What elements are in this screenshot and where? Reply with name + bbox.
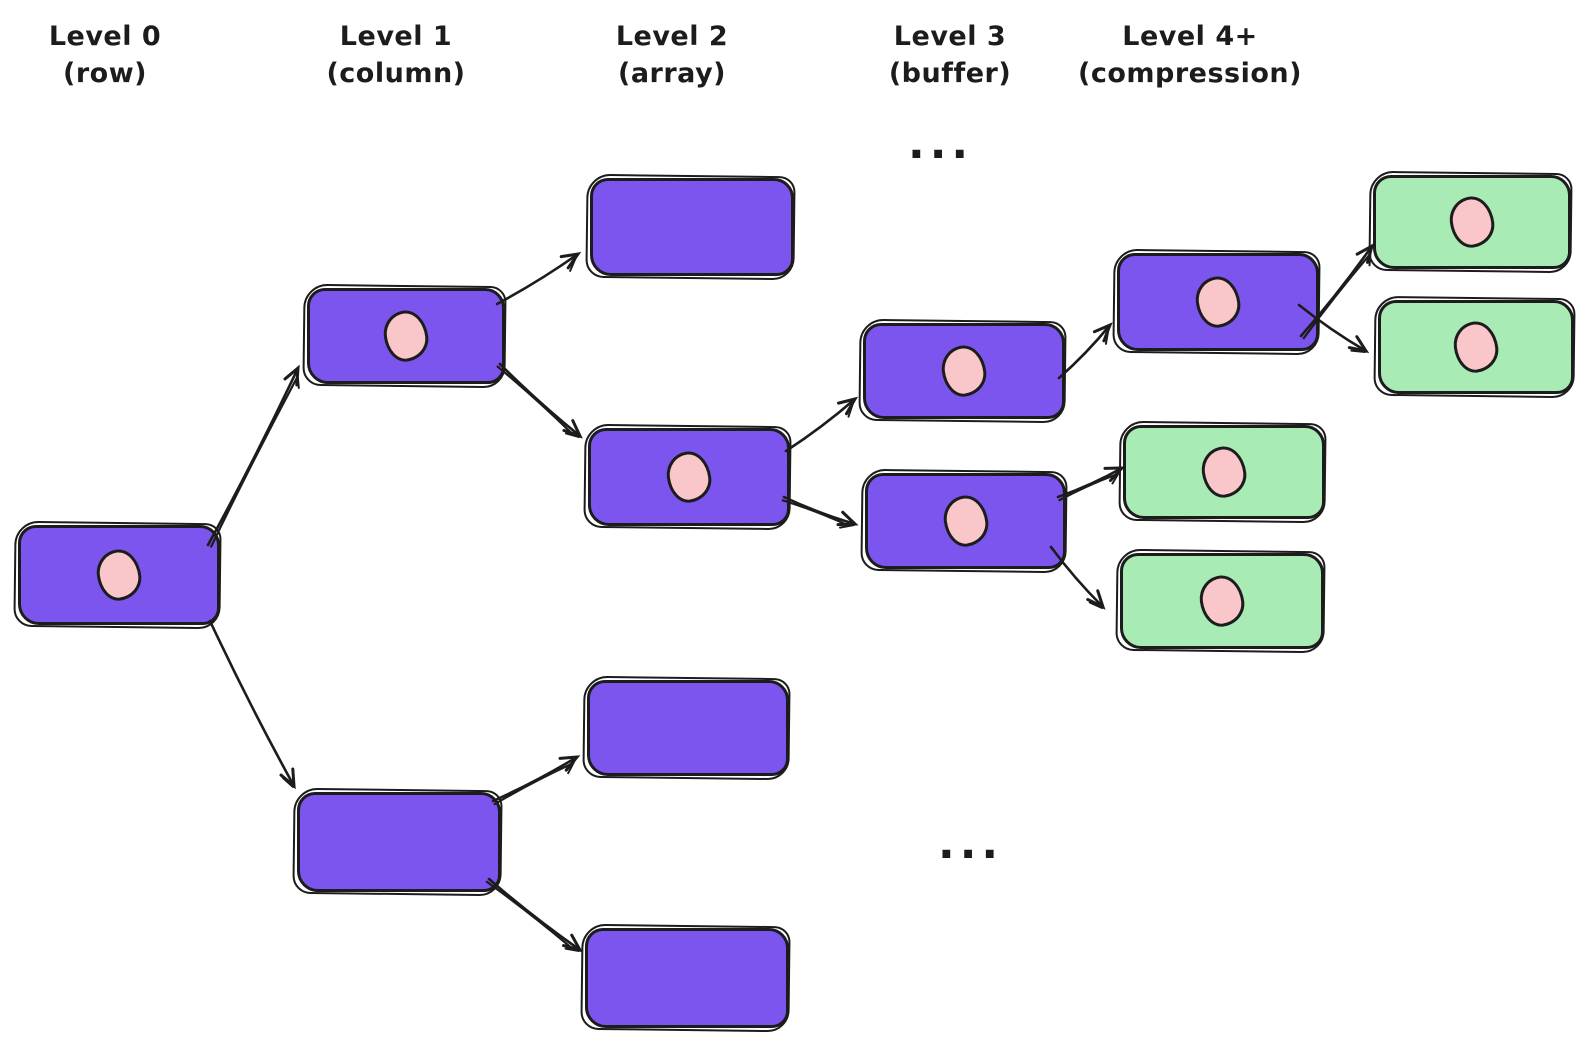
arrow-stroke [279, 767, 296, 790]
arrow-stroke [1086, 589, 1106, 610]
arrow-stroke [498, 362, 582, 438]
arrow-stroke [495, 252, 580, 306]
arrow-stroke [210, 376, 299, 548]
node-l2-array-mid [588, 428, 790, 526]
arrow-stroke [839, 524, 855, 529]
ellipsis-top: ... [908, 118, 974, 169]
arrow-stroke [208, 619, 296, 788]
label-level-0-line2: (row) [63, 58, 147, 89]
node-l3-buffer-top [863, 323, 1065, 419]
pink-dot [381, 308, 431, 364]
arrow-stroke [836, 510, 859, 527]
pink-dot [1199, 444, 1249, 500]
node-l2-array-top [590, 178, 794, 276]
pink-dot [1197, 573, 1247, 629]
node-l1-col-top [307, 288, 505, 384]
arrow-stroke [1057, 323, 1112, 380]
label-level-1-line1: Level 1 [339, 21, 453, 52]
label-level-0: Level 0 (row) [49, 18, 161, 92]
label-level-2-line1: Level 2 [615, 21, 729, 52]
arrow-stroke [1088, 601, 1103, 609]
node-l3-buffer-bottom [865, 473, 1066, 569]
arrow-stroke [485, 880, 572, 949]
label-level-0-line1: Level 0 [48, 21, 162, 52]
arrow-stroke [564, 947, 580, 952]
arrow-stroke [781, 499, 847, 526]
arrow-stroke [1347, 335, 1370, 354]
arrow-stroke [491, 755, 579, 803]
arrow-stroke [837, 396, 859, 416]
label-level-1: Level 1 (column) [326, 18, 465, 92]
arrow-stroke [283, 364, 300, 387]
node-l2-array-low1 [587, 680, 789, 776]
arrow-stroke [1355, 242, 1375, 264]
arrow-stroke [493, 763, 572, 806]
node-l0-row [18, 525, 220, 625]
arrow-stroke [564, 432, 580, 438]
label-level-3-line1: Level 3 [893, 21, 1007, 52]
pink-dot [1447, 194, 1497, 250]
arrow-stroke [1111, 468, 1122, 485]
node-l4-green-mid-bottom [1120, 553, 1324, 649]
pink-dot [939, 343, 989, 399]
arrow-stroke [558, 755, 581, 772]
arrow-stroke [559, 251, 582, 270]
pink-dot [1451, 319, 1501, 375]
arrow-stroke [1104, 325, 1110, 345]
label-level-2-line2: (array) [617, 58, 727, 89]
node-l2-array-low2 [585, 928, 789, 1028]
arrow-stroke [567, 757, 577, 775]
node-l4-green-right-bottom [1378, 300, 1574, 394]
arrow-stroke [782, 495, 857, 526]
arrow-stroke [847, 399, 855, 418]
label-level-3-line2: (buffer) [888, 58, 1012, 89]
arrow-stroke [281, 777, 294, 788]
node-l4-green-mid-top [1123, 425, 1325, 519]
pink-dot [1193, 274, 1243, 330]
arrow-stroke [496, 365, 573, 434]
arrow-stroke [206, 366, 300, 547]
arrow-stroke [562, 419, 583, 439]
label-level-2: Level 2 (array) [616, 18, 728, 92]
arrow-stroke [1058, 473, 1117, 502]
pink-dot [664, 449, 714, 505]
arrow-stroke [562, 933, 584, 953]
label-level-4-line2: (compression) [1078, 58, 1302, 89]
node-l4-comp-purple [1117, 253, 1319, 351]
arrow-stroke [296, 368, 300, 389]
node-l1-col-bottom [297, 792, 501, 892]
arrow-stroke [1350, 349, 1366, 353]
ellipsis-bottom: ... [938, 818, 1004, 869]
pink-dot [94, 547, 144, 603]
arrow-stroke [784, 397, 857, 453]
arrow-stroke [1368, 246, 1372, 267]
label-level-4: Level 4+ (compression) [1078, 18, 1302, 92]
arrow-stroke [1092, 322, 1113, 343]
node-l4-green-right-top [1373, 175, 1571, 269]
label-level-1-line2: (column) [326, 58, 466, 89]
arrow-stroke [569, 254, 578, 272]
arrow-stroke [1103, 466, 1126, 482]
label-level-3: Level 3 (buffer) [889, 18, 1011, 92]
arrow-stroke [487, 877, 582, 952]
pink-dot [940, 493, 991, 549]
arrow-stroke [1056, 466, 1124, 499]
label-level-4-line1: Level 4+ [1122, 21, 1258, 52]
